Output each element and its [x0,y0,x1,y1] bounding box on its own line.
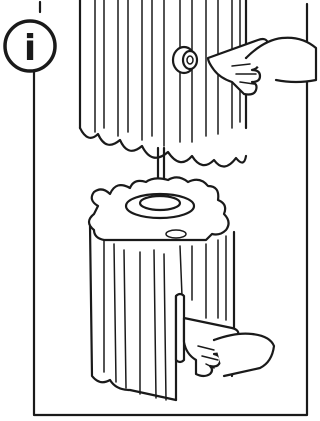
upper-column [78,0,248,168]
screw-icon [171,45,199,75]
lower-column [87,176,236,402]
info-icon: i [3,19,57,73]
column-slot [174,292,186,364]
pointing-hand-top-icon [206,36,318,96]
pointing-hand-bottom-icon [182,316,276,378]
info-icon-glyph: i [24,28,36,69]
